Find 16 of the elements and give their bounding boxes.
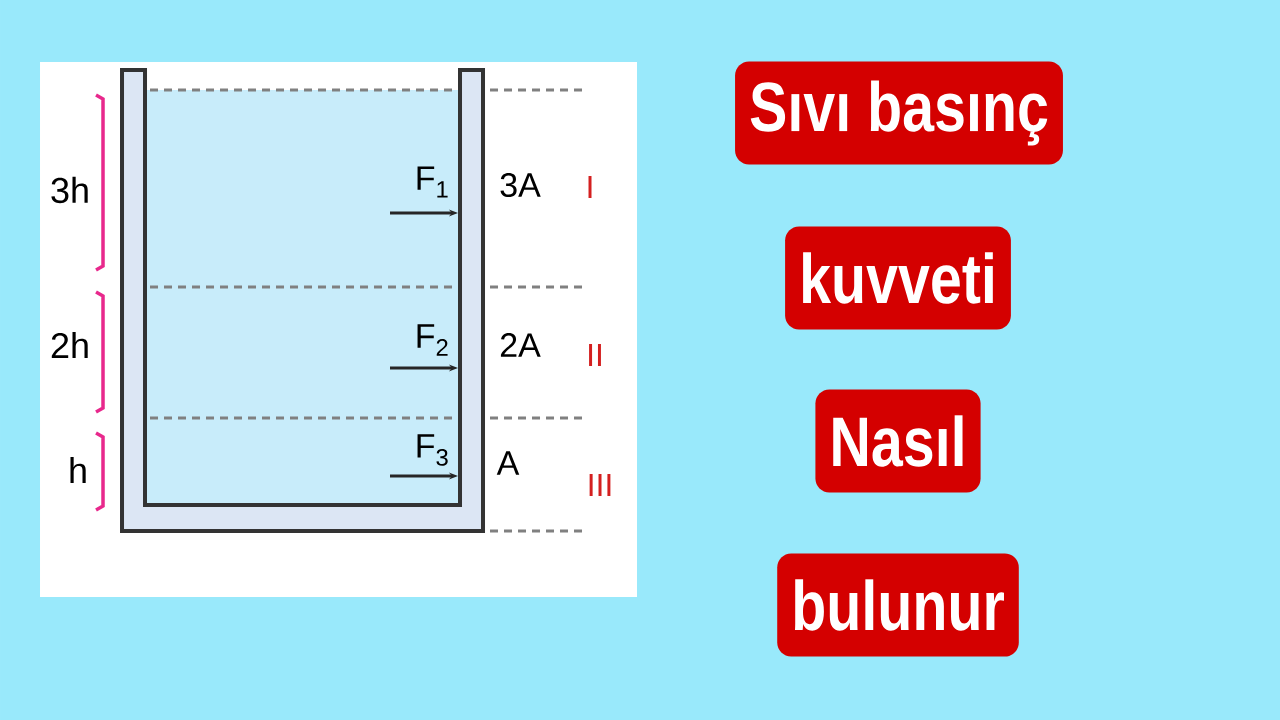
force-label: F$_{1}$ xyxy=(417,166,448,198)
region-numeral: I xyxy=(588,176,592,198)
title-box: Sıvı basınç xyxy=(735,61,1063,165)
region-numeral: III xyxy=(589,474,611,496)
title-box: bulunur xyxy=(777,553,1019,657)
force-label: F$_{3}$ xyxy=(417,434,448,466)
area-label: A xyxy=(496,451,520,475)
height-label: 3h xyxy=(51,176,88,204)
area-label: 2A xyxy=(500,333,541,357)
height-label: h xyxy=(70,456,86,484)
region-numeral: II xyxy=(589,344,601,366)
height-label: 2h xyxy=(51,331,88,359)
title-box: Nasıl xyxy=(815,389,981,493)
area-label: 3A xyxy=(500,172,541,198)
title-box: kuvveti xyxy=(785,226,1011,330)
force-label: F$_{2}$ xyxy=(417,324,448,356)
